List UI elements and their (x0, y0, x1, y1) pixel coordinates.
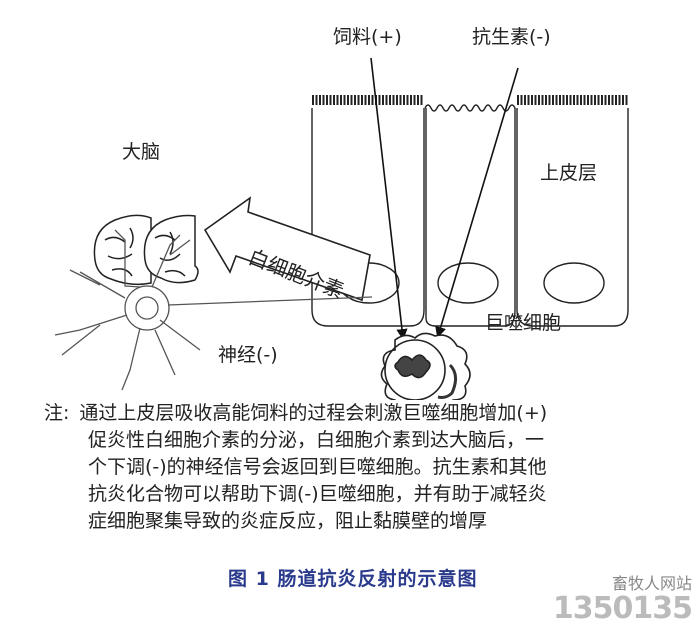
note-line: 促炎性白细胞介素的分泌，白细胞介素到达大脑后，一 (88, 429, 545, 451)
feed-label: 饲料(+) (333, 26, 402, 48)
nerve-label: 神经(-) (218, 344, 278, 366)
microvilli-middle (424, 104, 516, 112)
neuron (54, 229, 373, 391)
cell-1 (311, 108, 425, 327)
antibiotic-label: 抗生素(-) (472, 26, 551, 48)
nucleus-2 (437, 262, 499, 304)
note-line: 抗炎化合物可以帮助下调(-)巨噬细胞，并有助于减轻炎 (88, 483, 547, 505)
watermark-number: 1350135 (552, 591, 693, 626)
diagram-drawing (54, 57, 629, 400)
cell-2 (425, 108, 516, 327)
note-text: 注: 通过上皮层吸收高能饲料的过程会刺激巨噬细胞增加(+) 促炎性白细胞介素的分泌… (44, 400, 547, 535)
figure-caption: 图 1 肠道抗炎反射的示意图 (228, 568, 478, 590)
macrophage (380, 332, 471, 400)
watermark-site: 畜牧人网站 (611, 574, 692, 593)
note-line: 症细胞聚集导致的炎症反应，阻止黏膜壁的增厚 (88, 510, 488, 532)
brain-label: 大脑 (122, 141, 161, 163)
cell-3 (516, 108, 629, 327)
nucleus-3 (543, 262, 605, 304)
brain (93, 214, 199, 286)
epithelium-label: 上皮层 (540, 162, 598, 184)
antibiotic-arrow (435, 67, 519, 339)
macrophage-label: 巨噬细胞 (485, 312, 562, 334)
note-prefix: 注: (44, 402, 70, 424)
note-line: 个下调(-)的神经信号会返回到巨噬细胞。抗生素和其他 (88, 456, 547, 478)
feed-arrow (370, 57, 408, 341)
watermark: 畜牧人网站 1350135 (552, 570, 693, 626)
cytokine-arrow (203, 196, 371, 302)
epithelium-cells (311, 95, 629, 327)
note-line: 通过上皮层吸收高能饲料的过程会刺激巨噬细胞增加(+) (79, 402, 548, 424)
